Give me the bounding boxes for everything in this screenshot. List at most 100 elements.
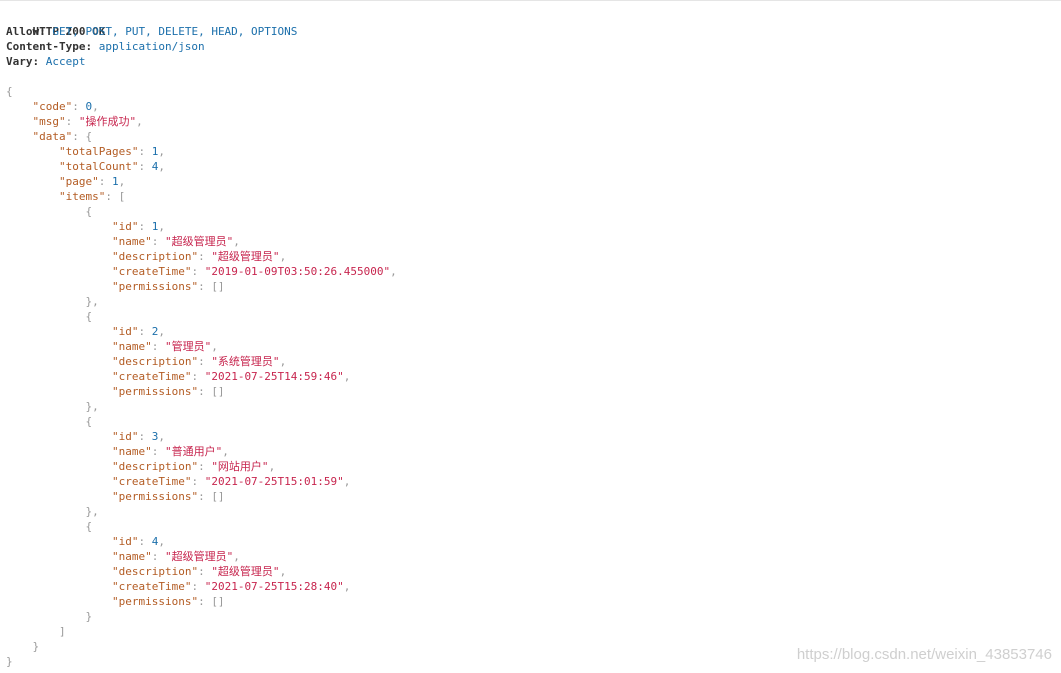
json-data-close-brace: }	[32, 640, 40, 653]
json-item-field: "id": 2,	[111, 325, 165, 338]
json-key-createtime: "createTime"	[111, 580, 192, 593]
json-item-field: "permissions": []	[111, 595, 225, 608]
json-key-permissions: "permissions"	[111, 385, 199, 398]
header-allow: Allow: GET, POST, PUT, DELETE, HEAD, OPT…	[6, 24, 297, 39]
json-value-name: "超级管理员"	[164, 550, 234, 563]
json-item-field: "createTime": "2021-07-25T15:01:59",	[111, 475, 351, 488]
json-key-code: "code"	[32, 100, 73, 113]
json-totalpages-line: "totalPages": 1,	[58, 145, 165, 158]
json-open-brace: {	[6, 85, 13, 98]
json-key-items: "items"	[58, 190, 106, 203]
json-value-permissions: []	[211, 385, 225, 398]
header-content-type-name: Content-Type:	[6, 40, 93, 53]
json-key-description: "description"	[111, 565, 199, 578]
json-key-description: "description"	[111, 355, 199, 368]
json-code-line: "code": 0,	[32, 100, 99, 113]
header-allow-name: Allow:	[6, 25, 46, 38]
json-key-name: "name"	[111, 340, 152, 353]
json-value-permissions: []	[211, 490, 225, 503]
json-item-close-brace: }	[85, 610, 93, 623]
json-value-permissions: []	[211, 280, 225, 293]
json-key-description: "description"	[111, 250, 199, 263]
json-item-open-brace: {	[85, 205, 93, 218]
json-value-createtime: "2021-07-25T15:28:40"	[204, 580, 344, 593]
json-item-field: "id": 3,	[111, 430, 165, 443]
json-key-totalpages: "totalPages"	[58, 145, 139, 158]
json-key-permissions: "permissions"	[111, 595, 199, 608]
json-key-id: "id"	[111, 430, 139, 443]
json-key-createtime: "createTime"	[111, 265, 192, 278]
json-key-name: "name"	[111, 550, 152, 563]
json-item-close-brace: },	[85, 400, 99, 413]
json-item-field: "createTime": "2019-01-09T03:50:26.45500…	[111, 265, 397, 278]
json-key-page: "page"	[58, 175, 99, 188]
json-item-field: "name": "超级管理员",	[111, 550, 240, 563]
header-allow-value: GET, POST, PUT, DELETE, HEAD, OPTIONS	[52, 25, 298, 38]
json-item-field: "description": "系统管理员",	[111, 355, 287, 368]
json-item-field: "description": "超级管理员",	[111, 565, 287, 578]
json-key-id: "id"	[111, 535, 139, 548]
json-value-createtime: "2021-07-25T15:01:59"	[204, 475, 344, 488]
json-key-id: "id"	[111, 325, 139, 338]
json-value-id: 1	[151, 220, 159, 233]
json-item-field: "name": "管理员",	[111, 340, 218, 353]
json-value-totalpages: 1	[151, 145, 159, 158]
json-item-field: "createTime": "2021-07-25T15:28:40",	[111, 580, 351, 593]
json-value-name: "普通用户"	[164, 445, 223, 458]
json-value-name: "超级管理员"	[164, 235, 234, 248]
json-key-permissions: "permissions"	[111, 280, 199, 293]
header-vary-value: Accept	[45, 55, 86, 68]
json-value-id: 4	[151, 535, 159, 548]
watermark-text: https://blog.csdn.net/weixin_43853746	[796, 646, 1052, 663]
json-key-name: "name"	[111, 445, 152, 458]
json-item-field: "description": "网站用户",	[111, 460, 276, 473]
status-line: HTTP 200 OK	[6, 9, 106, 38]
json-item-field: "createTime": "2021-07-25T14:59:46",	[111, 370, 351, 383]
json-key-createtime: "createTime"	[111, 475, 192, 488]
json-items-close-bracket: ]	[58, 625, 66, 638]
json-value-totalcount: 4	[151, 160, 159, 173]
json-value-description: "网站用户"	[211, 460, 269, 473]
json-value-msg: "操作成功"	[78, 115, 137, 128]
json-item-field: "name": "普通用户",	[111, 445, 229, 458]
json-key-createtime: "createTime"	[111, 370, 192, 383]
json-value-description: "超级管理员"	[211, 250, 280, 263]
json-key-totalcount: "totalCount"	[58, 160, 139, 173]
json-value-description: "超级管理员"	[211, 565, 280, 578]
json-item-field: "name": "超级管理员",	[111, 235, 240, 248]
json-key-permissions: "permissions"	[111, 490, 199, 503]
json-item-field: "permissions": []	[111, 280, 225, 293]
json-page-line: "page": 1,	[58, 175, 126, 188]
json-item-open-brace: {	[85, 520, 93, 533]
header-content-type-value: application/json	[98, 40, 205, 53]
json-item-open-brace: {	[85, 415, 93, 428]
json-close-brace: }	[6, 655, 13, 668]
json-items-line: "items": [	[58, 190, 126, 203]
json-value-id: 3	[151, 430, 159, 443]
json-key-id: "id"	[111, 220, 139, 233]
json-value-createtime: "2021-07-25T14:59:46"	[204, 370, 344, 383]
json-item-field: "description": "超级管理员",	[111, 250, 287, 263]
header-vary-name: Vary:	[6, 55, 40, 68]
json-key-name: "name"	[111, 235, 152, 248]
json-totalcount-line: "totalCount": 4,	[58, 160, 165, 173]
json-item-field: "id": 4,	[111, 535, 165, 548]
status-line-text: HTTP 200 OK	[32, 25, 106, 38]
json-key-data: "data"	[32, 130, 73, 143]
header-vary: Vary: Accept	[6, 54, 86, 69]
header-content-type: Content-Type: application/json	[6, 39, 205, 54]
json-value-description: "系统管理员"	[211, 355, 280, 368]
json-value-name: "管理员"	[164, 340, 212, 353]
json-item-close-brace: },	[85, 295, 99, 308]
json-item-open-brace: {	[85, 310, 93, 323]
json-value-page: 1	[111, 175, 119, 188]
json-item-field: "permissions": []	[111, 490, 225, 503]
json-value-id: 2	[151, 325, 159, 338]
json-item-close-brace: },	[85, 505, 99, 518]
json-msg-line: "msg": "操作成功",	[32, 115, 143, 128]
json-item-field: "permissions": []	[111, 385, 225, 398]
json-value-createtime: "2019-01-09T03:50:26.455000"	[204, 265, 391, 278]
json-data-line: "data": {	[32, 130, 93, 143]
json-item-field: "id": 1,	[111, 220, 165, 233]
